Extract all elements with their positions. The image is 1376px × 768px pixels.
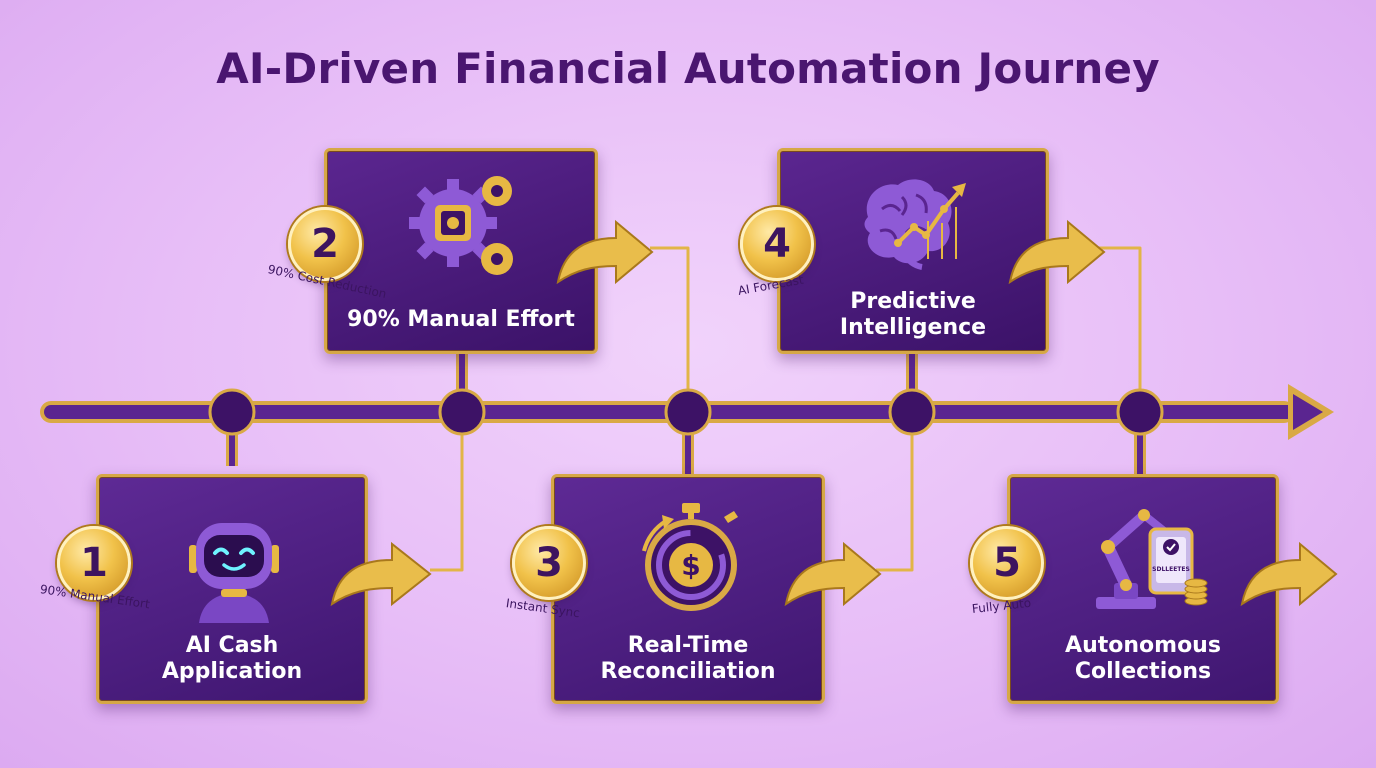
dollar-stopwatch-icon: $ (642, 503, 738, 611)
flow-arrow-icon-3 (784, 541, 882, 607)
robot-icon (189, 523, 279, 623)
svg-text:$: $ (681, 549, 700, 582)
flow-arrow-icon-1 (330, 541, 432, 607)
flow-arrow-icon-4 (1008, 219, 1106, 285)
step-number-badge-4: 4 (740, 207, 814, 281)
flow-lines (430, 246, 1142, 572)
step-card-1: AI Cash Application (96, 474, 368, 704)
step-card-2: 90% Manual Effort (324, 148, 598, 354)
page-title: AI-Driven Financial Automation Journey (216, 44, 1160, 93)
step-card-3: $ Real-Time Reconciliation (551, 474, 825, 704)
step-title-5: Autonomous Collections (1065, 633, 1221, 684)
step-card-4: Predictive Intelligence (777, 148, 1049, 354)
step-title-4: Predictive Intelligence (839, 289, 987, 340)
timeline-nodes (208, 388, 1164, 436)
step-number-badge-5: 5 (970, 526, 1044, 600)
step-title-1: AI Cash Application (161, 633, 303, 684)
device-screen-text: SDLLEETES (1152, 566, 1190, 573)
step-title-3: Real-Time Reconciliation (600, 633, 776, 684)
step-number-badge-3: 3 (512, 526, 586, 600)
gears-chip-icon (409, 176, 513, 275)
step-number-badge-1: 1 (57, 526, 131, 600)
step-title-2: 90% Manual Effort (347, 307, 575, 332)
step-number-badge-2: 2 (288, 207, 362, 281)
flow-arrow-icon-2 (556, 219, 654, 285)
step-card-5: SDLLEETES Autonomous Collections (1007, 474, 1279, 704)
flow-arrow-icon-5 (1240, 541, 1338, 607)
robotic-arm-icon: SDLLEETES (1096, 509, 1208, 609)
brain-chart-icon (864, 179, 966, 270)
